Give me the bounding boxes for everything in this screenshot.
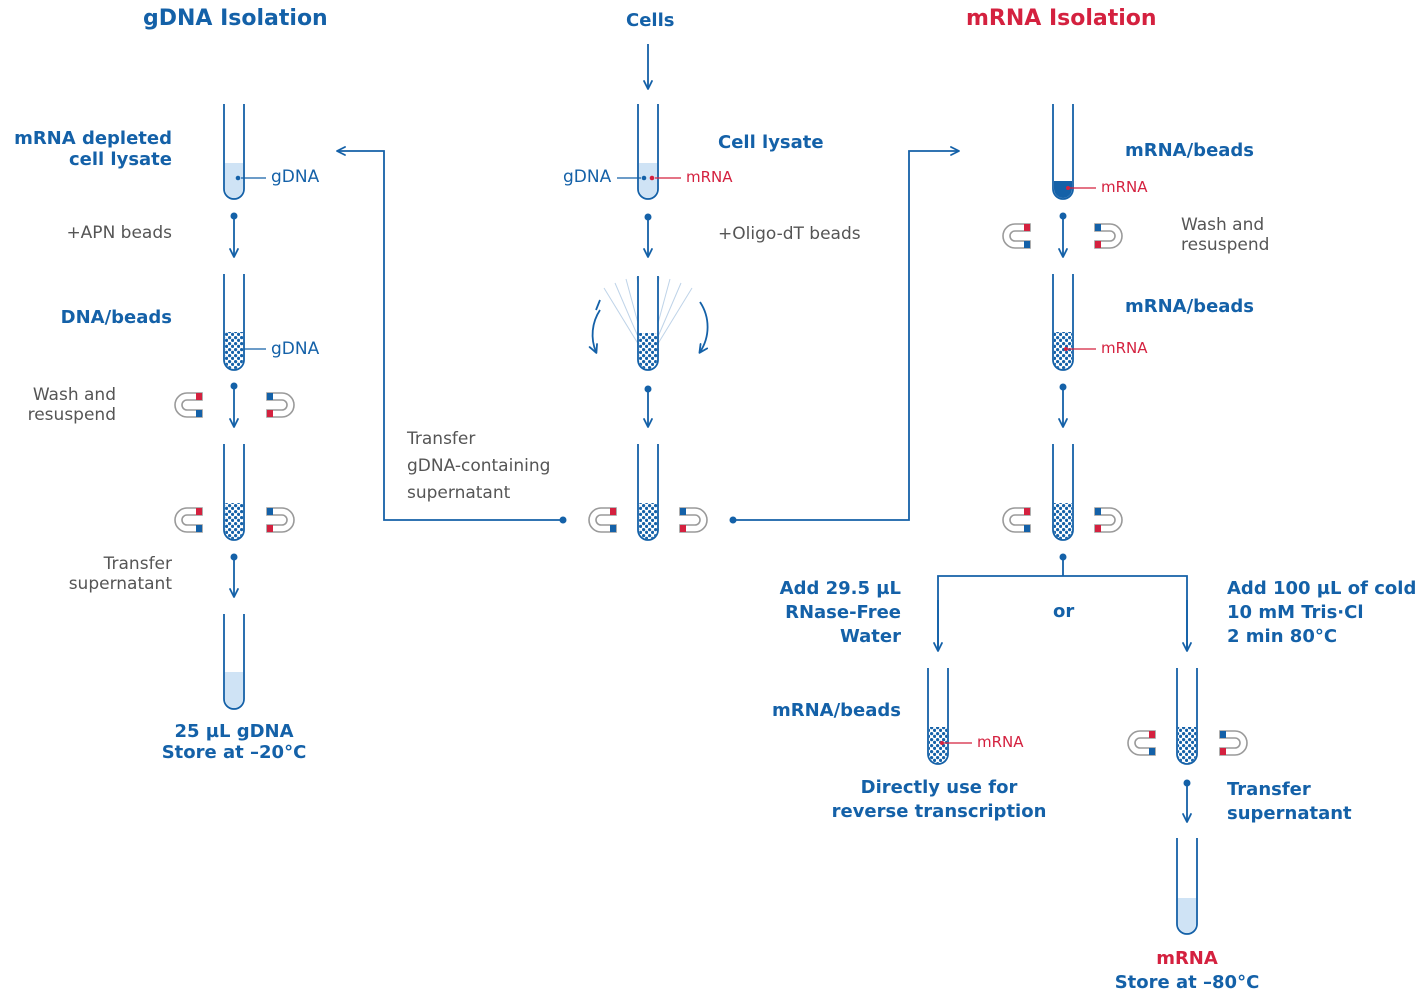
label-center-transfer-line1: Transfer [407, 429, 476, 449]
label-left-wash-line1: Wash and [32, 385, 116, 405]
label-depleted-line1: mRNA depleted [14, 128, 172, 149]
label-left-transfer-line2: supernatant [68, 573, 172, 594]
magnet-icon [1002, 223, 1031, 249]
label-depleted-lysate: mRNA depleted cell lysate [10, 128, 172, 170]
tube-depleted-lysate [223, 104, 266, 200]
label-add-tris-line3: 2 min 80°C [1227, 626, 1338, 647]
label-add-water-line1: Add 29.5 µL [779, 578, 901, 599]
label-direct-use: Directly use for reverse transcription [809, 776, 1069, 824]
label-mrna-final-line1: mRNA [1156, 948, 1218, 969]
label-mrna-final-line2: Store at –80°C [1114, 972, 1260, 993]
magnet-icon [1094, 507, 1123, 533]
label-left-wash: Wash and resuspend [10, 385, 116, 425]
tube-center-magnet [637, 444, 659, 541]
label-right-wash-line2: resuspend [1181, 234, 1270, 255]
label-center-transfer-line3: supernatant [407, 483, 511, 503]
title-mrna-isolation: mRNA Isolation [966, 6, 1157, 31]
label-center-gdna: gDNA [563, 167, 612, 187]
label-gdna-final: 25 µL gDNA Store at –20°C [134, 721, 334, 763]
label-oligo-beads: +Oligo-dT beads [718, 224, 861, 244]
magnet-icon [679, 507, 708, 533]
tube-mrna-final [1176, 838, 1198, 935]
label-mrna-final: mRNA Store at –80°C [1087, 947, 1287, 995]
magnet-icon [588, 507, 617, 533]
magnet-icon [1219, 730, 1248, 756]
magnet-icon [1002, 507, 1031, 533]
label-direct-use-line1: Directly use for [860, 777, 1018, 798]
flow-lines [229, 44, 1192, 823]
label-right-transfer-line1: Transfer [1227, 779, 1311, 800]
title-cells: Cells [626, 10, 675, 31]
label-mrna-beads-3: mRNA/beads [771, 700, 901, 721]
tube-left-magnet [223, 444, 245, 541]
label-left-transfer-line1: Transfer [103, 554, 172, 574]
label-center-mrna: mRNA [686, 168, 733, 186]
label-mrna-2: mRNA [1101, 339, 1148, 357]
magnet-icon [266, 507, 295, 533]
label-add-tris-line2: 10 mM Tris·Cl [1227, 602, 1364, 623]
label-right-wash: Wash and resuspend [1181, 215, 1270, 255]
label-gdna-final-line2: Store at –20°C [161, 741, 307, 763]
tube-mrna-beads-1 [1052, 104, 1096, 200]
magnets [174, 223, 1248, 756]
tube-cell-lysate [617, 104, 681, 200]
label-dna-beads: DNA/beads [60, 307, 172, 328]
label-left-transfer: Transfer supernatant [40, 554, 172, 594]
label-or: or [1053, 601, 1075, 622]
tube-mrna-beads-2 [1052, 274, 1096, 371]
label-depleted-line2: cell lysate [68, 148, 172, 170]
magnet-icon [174, 392, 203, 418]
label-add-tris: Add 100 µL of cold 10 mM Tris·Cl 2 min 8… [1227, 577, 1416, 649]
label-add-water-line3: Water [839, 626, 901, 647]
label-apn-beads: +APN beads [66, 223, 172, 243]
tube-right-magnet [1052, 444, 1074, 541]
magnet-icon [1094, 223, 1123, 249]
magnet-icon [174, 507, 203, 533]
label-mrna-1: mRNA [1101, 178, 1148, 196]
label-add-tris-line1: Add 100 µL of cold [1227, 578, 1416, 599]
label-add-water: Add 29.5 µL RNase-Free Water [740, 577, 901, 649]
label-add-water-line2: RNase-Free [785, 602, 901, 623]
magnet-icon [1127, 730, 1156, 756]
magnet-icon [266, 392, 295, 418]
tube-mrna-beads-3 [927, 668, 972, 765]
label-center-transfer-line2: gDNA-containing [407, 456, 551, 476]
label-right-wash-line1: Wash and [1181, 215, 1265, 235]
label-gdna-1: gDNA [271, 167, 320, 187]
title-gdna-isolation: gDNA Isolation [143, 6, 328, 31]
label-right-transfer-line2: supernatant [1227, 803, 1352, 824]
label-gdna-final-line1: 25 µL gDNA [174, 721, 294, 742]
tube-tris-magnet [1176, 668, 1198, 765]
tube-shaking [588, 276, 709, 371]
label-right-transfer: Transfer supernatant [1227, 778, 1352, 826]
label-cell-lysate: Cell lysate [718, 132, 824, 153]
label-mrna-beads-1: mRNA/beads [1125, 140, 1255, 161]
label-direct-use-line2: reverse transcription [831, 801, 1047, 822]
tube-gdna-final [223, 614, 245, 710]
label-gdna-2: gDNA [271, 339, 320, 359]
label-center-transfer: Transfer gDNA-containing supernatant [407, 426, 550, 507]
flow-dots [230, 212, 1191, 787]
label-mrna-beads-2: mRNA/beads [1125, 296, 1255, 317]
label-left-wash-line2: resuspend [27, 404, 116, 425]
tube-dna-beads [223, 274, 266, 371]
label-mrna-3: mRNA [977, 733, 1024, 751]
